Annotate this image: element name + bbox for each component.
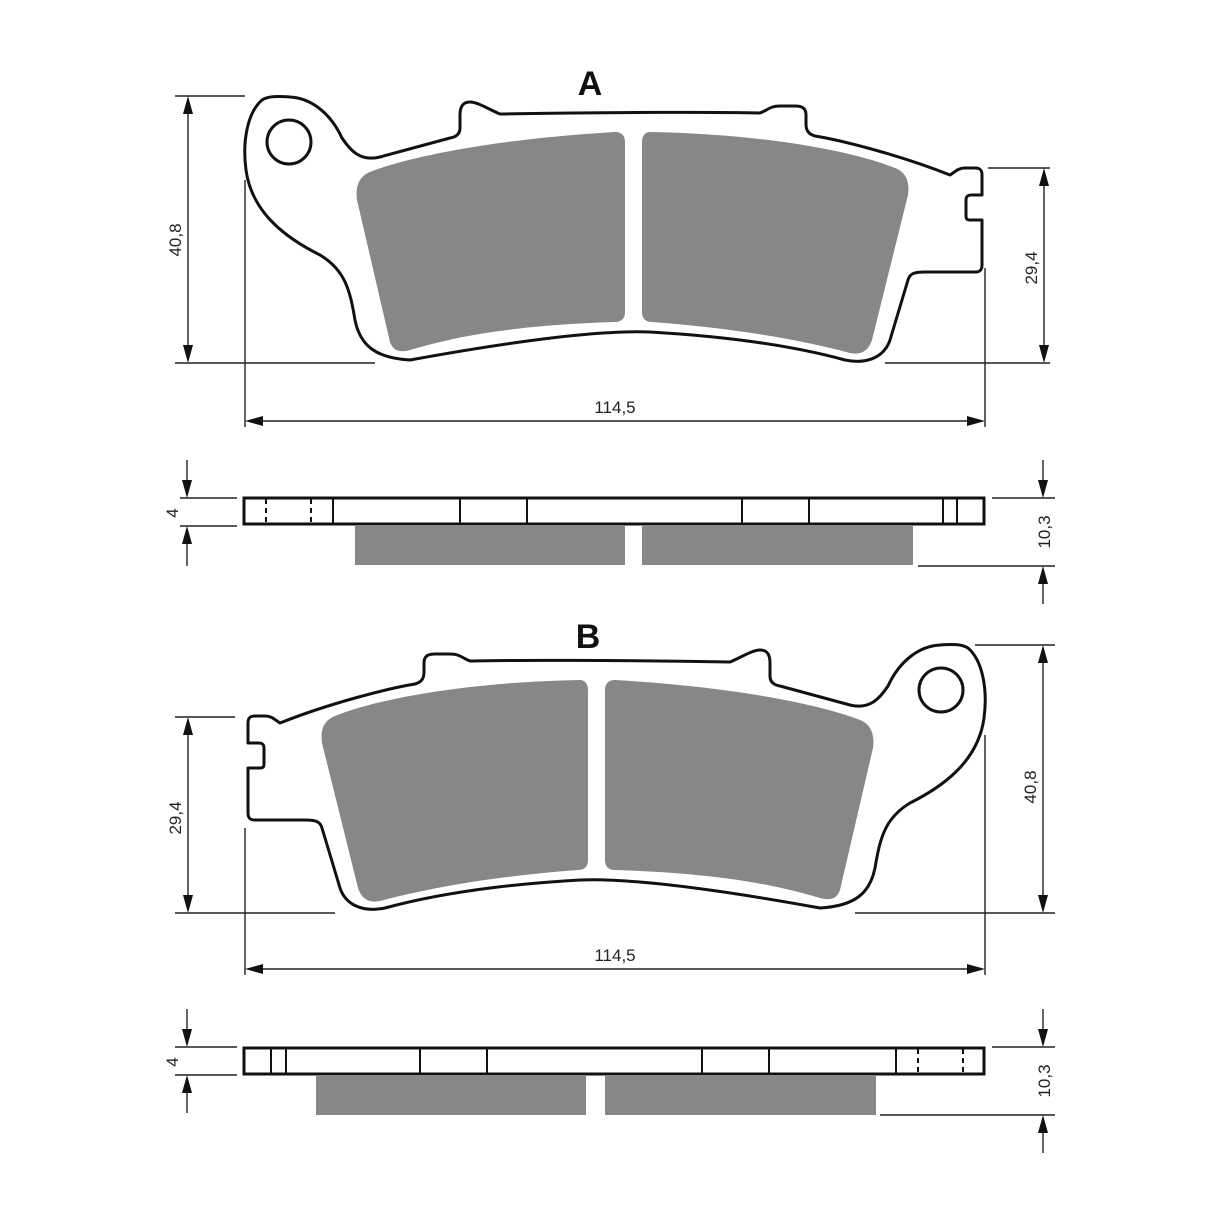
view-b-friction-pad-left: [321, 680, 588, 902]
view-a-backing-plate: [243, 94, 984, 363]
view-b-front: B 29,4 40,8 114,5: [166, 618, 1055, 975]
view-a-friction-pad-right: [642, 132, 909, 354]
view-b-friction-pad-right: [605, 680, 874, 900]
view-a-side-plate: [242, 496, 986, 526]
view-b-title: B: [576, 618, 601, 656]
view-b-side: 4 10,3: [163, 1009, 1055, 1153]
view-b-backing-plate: [246, 642, 987, 911]
view-b-side-pad-right: [605, 1075, 876, 1115]
view-a-side-pad-right: [642, 525, 913, 565]
view-b-total-thickness-label: 10,3: [1035, 1064, 1054, 1097]
view-b-plate-thickness-label: 4: [163, 1057, 182, 1066]
view-a-front: A 40,8 29,4 114,5: [166, 65, 1050, 427]
view-a-mounting-hole: [265, 118, 313, 166]
view-a-side-height-label: 29,4: [1022, 251, 1041, 284]
view-b-side-pad-left: [316, 1075, 586, 1115]
view-b-side-height-label: 29,4: [166, 801, 185, 834]
view-b-width-label: 114,5: [594, 946, 635, 965]
view-a-side-pad-left: [355, 525, 625, 565]
view-a-side: 4 10,3: [163, 460, 1055, 604]
view-a-width-label: 114,5: [594, 398, 635, 417]
view-a-height-label: 40,8: [166, 223, 185, 256]
view-a-title: A: [578, 65, 603, 103]
view-a-plate-thickness-label: 4: [163, 508, 182, 517]
view-a-friction-pad-left: [356, 132, 625, 352]
view-b-mounting-hole: [917, 666, 965, 714]
view-b-height-label: 40,8: [1021, 770, 1040, 803]
view-a-total-thickness-label: 10,3: [1035, 515, 1054, 548]
view-b-side-plate: [242, 1046, 986, 1076]
